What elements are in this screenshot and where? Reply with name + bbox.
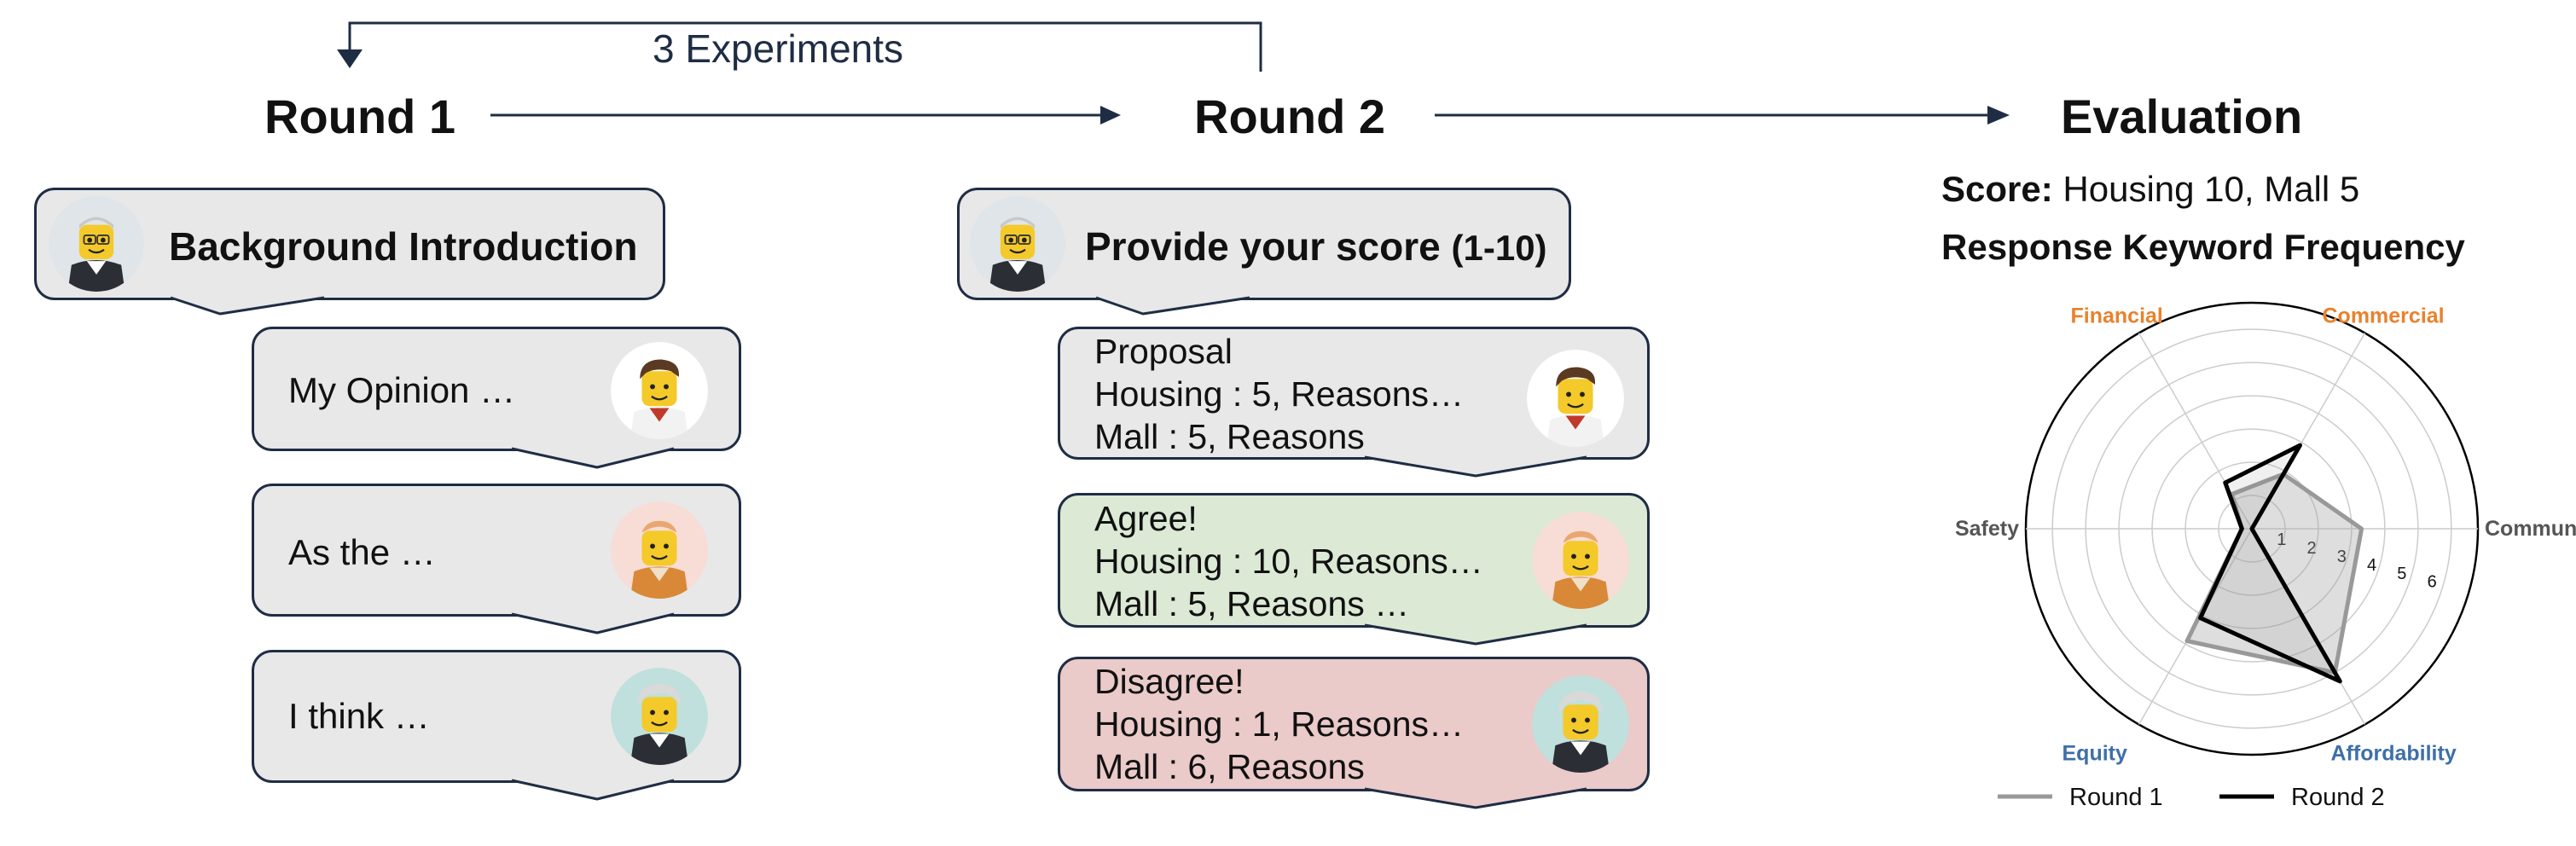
- radar-tick-label: 1: [2277, 530, 2286, 549]
- score-label: Score:: [1941, 169, 2053, 209]
- response-title: Disagree!: [1094, 662, 1244, 701]
- response-housing: Housing : 5, Reasons…: [1094, 374, 1465, 414]
- legend-label-round-1: Round 1: [2069, 784, 2163, 811]
- lego-woman-orange-vest-icon: [1532, 512, 1629, 609]
- response-title: Agree!: [1094, 499, 1198, 538]
- round1-message-3-text: I think …: [288, 696, 430, 736]
- round2-response-agree: [1058, 493, 1650, 628]
- response-mall: Mall : 5, Reasons: [1094, 417, 1365, 456]
- legend-label-round-2: Round 2: [2291, 784, 2385, 811]
- radar-tick-label: 5: [2397, 565, 2406, 583]
- round2-host-text: Provide your score (1-10): [1085, 223, 1547, 269]
- radar-tick-label: 2: [2307, 539, 2317, 558]
- response-mall: Mall : 6, Reasons: [1094, 747, 1365, 786]
- radar-axis-label-community: Community: [2485, 517, 2576, 541]
- lego-man-white-shirt-icon: [611, 342, 708, 439]
- round2-response-1-text: Proposal Housing : 5, Reasons… Mall : 5,…: [1094, 330, 1464, 458]
- radar-axis-label-safety: Safety: [1955, 517, 2019, 541]
- host-avatar-icon: [49, 196, 144, 292]
- round1-host-text: Background Introduction: [169, 224, 638, 269]
- round2-host-text-main: Provide your score: [1085, 224, 1441, 269]
- score-line: Score: Housing 10, Mall 5: [1941, 169, 2359, 210]
- response-housing: Housing : 1, Reasons…: [1094, 704, 1465, 744]
- radar-chart: 1 2 3 4 5 6 Community Commercial FinancialSafety…: [1955, 301, 2576, 811]
- lego-woman-orange-vest-icon: [611, 501, 708, 599]
- round2-response-2-text: Agree! Housing : 10, Reasons… Mall : 5, …: [1094, 497, 1483, 625]
- radar-axis-label-affordability: Affordability: [2331, 741, 2457, 765]
- radar-tick-label: 3: [2337, 548, 2347, 566]
- score-value: Housing 10, Mall 5: [2063, 169, 2360, 209]
- round1-title: Round 1: [264, 90, 455, 143]
- keyword-frequency-title: Response Keyword Frequency: [1941, 227, 2465, 267]
- round2-host-text-range: (1-10): [1451, 228, 1547, 268]
- host-avatar-icon: [970, 196, 1065, 292]
- radar-axis-label-commercial: Commercial: [2323, 304, 2445, 328]
- radar-tick-label: 6: [2428, 573, 2437, 592]
- response-title: Proposal: [1094, 332, 1233, 371]
- radar-axis-label-financial: Financial: [2071, 304, 2163, 328]
- lego-elder-woman-suit-icon: [1532, 675, 1629, 773]
- radar-tick-label: 4: [2367, 556, 2376, 575]
- round1-message-1-text: My Opinion …: [288, 370, 516, 410]
- loop-arrow: [348, 21, 1262, 72]
- evaluation-title: Evaluation: [2061, 90, 2303, 143]
- radar-axis-label-equity: Equity: [2063, 741, 2127, 765]
- response-mall: Mall : 5, Reasons …: [1094, 584, 1410, 623]
- experiments-loop-label: 3 Experiments: [653, 26, 904, 71]
- lego-man-white-shirt-icon: [1527, 350, 1624, 447]
- round1-message-2-text: As the …: [288, 532, 436, 572]
- radar-series-round-2: [2198, 443, 2342, 684]
- lego-elder-woman-suit-icon: [611, 668, 708, 765]
- round2-response-3-text: Disagree! Housing : 1, Reasons… Mall : 6…: [1094, 660, 1464, 788]
- round2-title: Round 2: [1194, 90, 1385, 143]
- response-housing: Housing : 10, Reasons…: [1094, 542, 1483, 581]
